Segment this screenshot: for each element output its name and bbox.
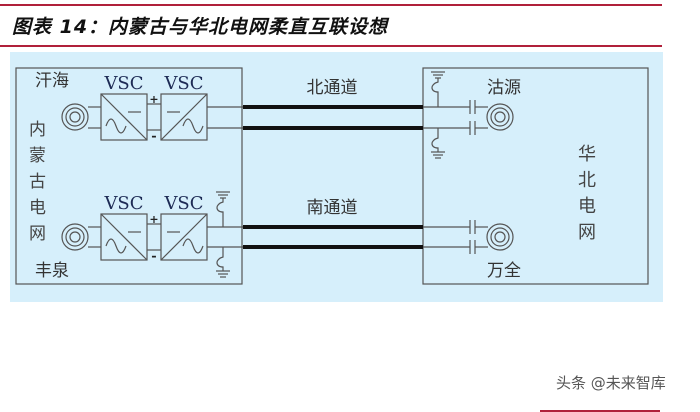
inverter-vsc: VSC (160, 73, 208, 141)
station-fengquan: 丰泉 (35, 261, 69, 281)
top-rule (0, 4, 662, 6)
channel-south: 南通道 (307, 198, 358, 218)
grid-source-icon-core (494, 111, 506, 123)
reactor-coil (216, 247, 224, 271)
vsc-label: VSC (163, 73, 203, 94)
generator-icon (61, 103, 89, 131)
ground-icon (431, 71, 445, 102)
grid-source-icon-ring (490, 107, 510, 127)
diagonal (100, 93, 148, 141)
minus-sign: - (151, 249, 156, 264)
ground-icon (216, 191, 230, 222)
rectifier-vsc: VSC (100, 73, 148, 141)
ground-icon (431, 128, 445, 159)
channel-north: 北通道 (307, 78, 358, 98)
title-rule (0, 45, 662, 47)
grid-source-icon-core (494, 231, 506, 243)
reactor-coil (431, 128, 439, 152)
grid-source-icon (486, 223, 514, 251)
generator-icon-ring (65, 227, 85, 247)
vsc-label: VSC (163, 193, 203, 214)
watermark: 头条 @未来智库 (556, 374, 666, 392)
vsc-label: VSC (103, 73, 143, 94)
generator-icon (61, 223, 89, 251)
grid-source-icon-ring (490, 227, 510, 247)
rectifier-vsc: VSC (100, 193, 148, 261)
plus-sign: + (149, 93, 158, 106)
reactor-coil (216, 198, 224, 222)
ac-wave-icon (105, 118, 127, 134)
reactor-coil (431, 78, 439, 102)
right-grid-label: 华北电网 (575, 144, 596, 248)
bottom-rule (540, 410, 660, 412)
diagonal (160, 213, 208, 261)
grid-source-icon (486, 103, 514, 131)
left-grid-label: 内蒙古电网 (25, 120, 45, 250)
vsc-label: VSC (103, 193, 143, 214)
north-china-grid-box (422, 67, 649, 285)
generator-icon-core (69, 231, 81, 243)
inner-mongolia-grid-box (15, 67, 243, 285)
inverter-vsc: VSC (160, 193, 208, 261)
ac-wave-icon (182, 118, 204, 134)
figure-title: 图表 14：内蒙古与华北电网柔直互联设想 (12, 16, 389, 38)
station-guyuan: 沽源 (487, 78, 521, 98)
diagonal (100, 213, 148, 261)
minus-sign: - (151, 129, 156, 144)
station-wanquan: 万全 (487, 261, 521, 281)
station-hanhai: 汗海 (35, 71, 69, 91)
ac-wave-icon (105, 238, 127, 254)
generator-icon-core (69, 111, 81, 123)
generator-icon-ring (65, 107, 85, 127)
plus-sign: + (149, 213, 158, 226)
ac-wave-icon (182, 238, 204, 254)
ground-icon (216, 247, 230, 278)
diagonal (160, 93, 208, 141)
